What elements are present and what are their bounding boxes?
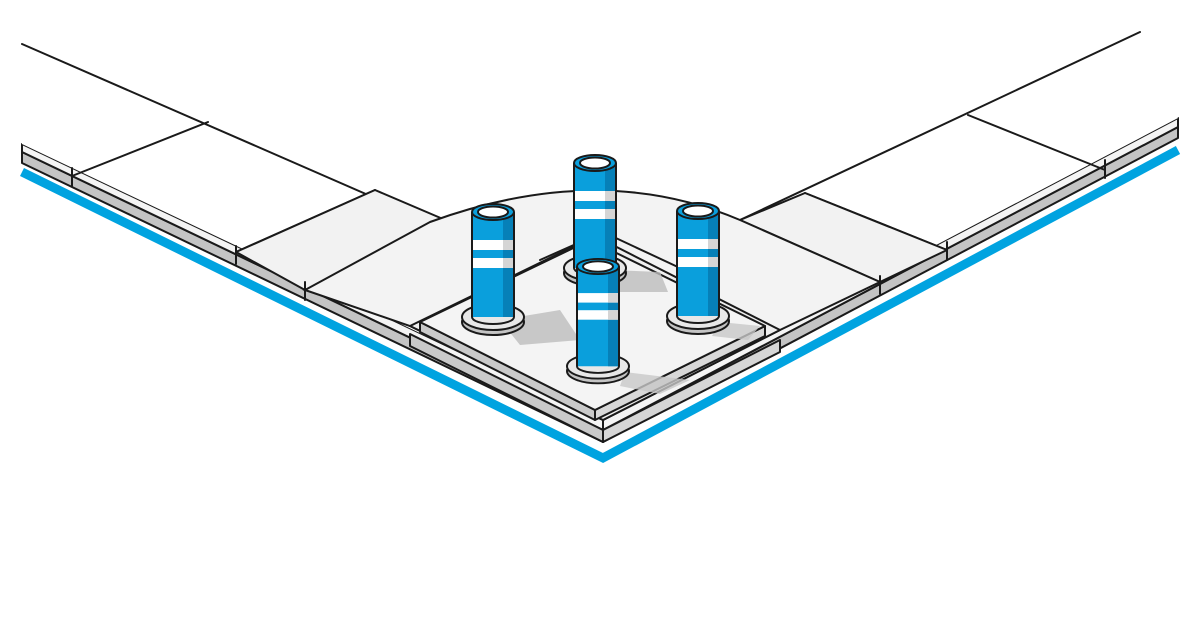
- bollard-right: [666, 202, 730, 335]
- blue-edge-line: [20, 146, 1181, 464]
- bollard-front: [566, 257, 630, 385]
- bollard-shadow: [620, 372, 690, 394]
- bollard-left: [461, 203, 525, 336]
- base-plate-lower-right: [602, 339, 781, 443]
